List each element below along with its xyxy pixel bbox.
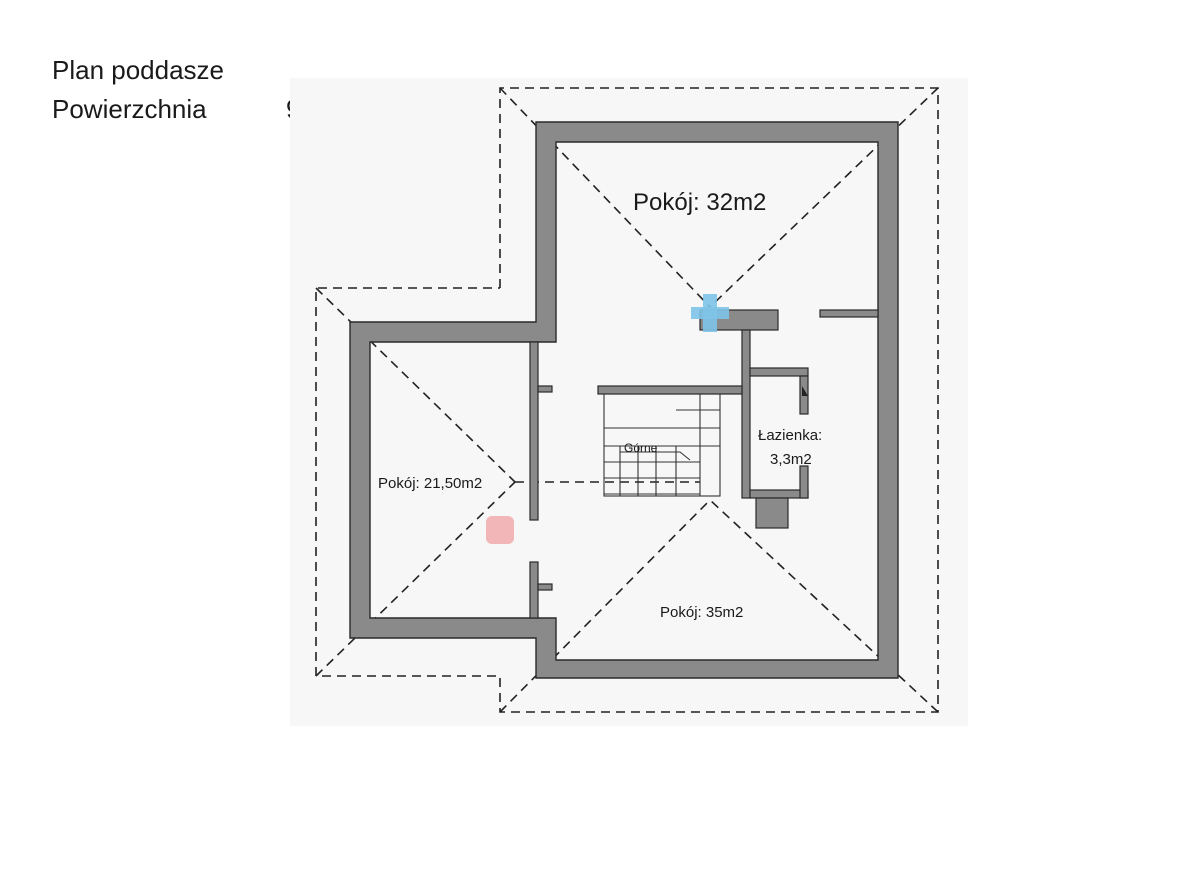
pink-marker-icon — [486, 516, 514, 544]
room-label-left: Pokój: 21,50m2 — [378, 475, 482, 492]
area-label: Powierzchnia — [52, 94, 207, 124]
door-marker-icon — [802, 386, 808, 396]
room-label-top: Pokój: 32m2 — [633, 189, 766, 216]
plan-title: Plan poddasze — [52, 55, 225, 85]
bathroom-label-name: Łazienka: — [758, 427, 822, 444]
bathroom-label-area: 3,3m2 — [770, 451, 812, 468]
room-label-bottom: Pokój: 35m2 — [660, 604, 743, 621]
stairs-label: Górne — [624, 441, 658, 455]
stairs — [603, 393, 721, 497]
blue-marker-icon — [691, 294, 729, 332]
roof-outline — [315, 87, 939, 713]
